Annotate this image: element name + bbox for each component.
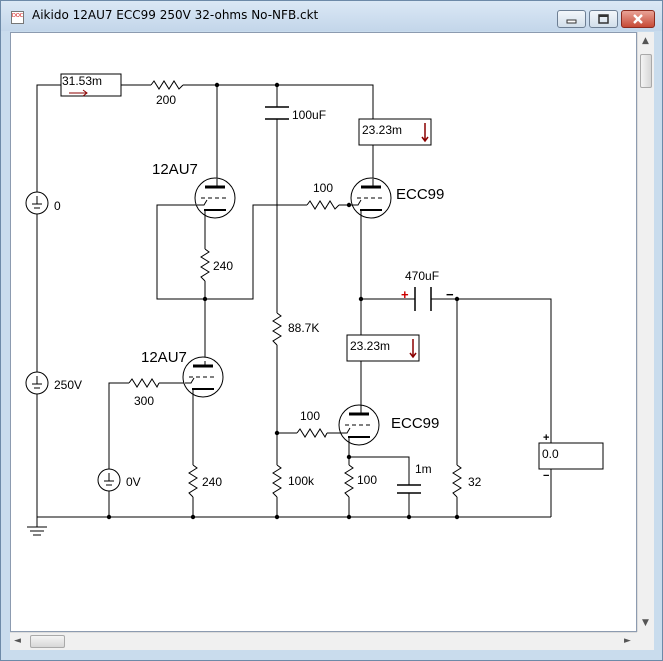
label-tube-ecc99-upper: ECC99: [396, 186, 444, 203]
tube-12au7-upper[interactable]: [194, 177, 236, 219]
vertical-scrollbar[interactable]: ▲ ▼: [637, 32, 654, 632]
label-resistor-240-upper: 240: [213, 259, 233, 273]
meter-bottom-value: 23.23m: [350, 339, 390, 353]
resistor-100-upper-grid[interactable]: [306, 200, 340, 210]
horizontal-scroll-thumb[interactable]: [30, 635, 65, 648]
close-button[interactable]: [621, 10, 655, 28]
window-title: Aikido 12AU7 ECC99 250V 32-ohms No-NFB.c…: [32, 8, 319, 22]
restore-icon: [598, 14, 609, 24]
resistor-240-upper[interactable]: [200, 248, 210, 282]
junction-dots: [106, 82, 460, 520]
scroll-up-arrow-icon[interactable]: ▲: [642, 36, 649, 46]
capacitor-470uF[interactable]: [414, 287, 432, 311]
maximize-button[interactable]: [589, 10, 618, 28]
label-resistor-240-lower: 240: [202, 475, 222, 489]
wires: [36, 84, 552, 527]
polarity-minus-meter: −: [543, 470, 549, 482]
tube-ecc99-lower[interactable]: [338, 404, 380, 446]
title-bar[interactable]: DOC Aikido 12AU7 ECC99 250V 32-ohms No-N…: [1, 1, 662, 31]
resistor-32-load[interactable]: [452, 464, 462, 498]
label-cap-100uF: 100uF: [292, 108, 326, 122]
resistor-240-lower[interactable]: [188, 464, 198, 498]
polarity-plus-cap: +: [401, 287, 409, 302]
vertical-scroll-thumb[interactable]: [640, 54, 652, 88]
label-source-supply: 250V: [54, 378, 82, 392]
meter-top-value: 23.23m: [362, 123, 402, 137]
horizontal-scrollbar[interactable]: ◄ ►: [10, 632, 637, 650]
label-resistor-100-lower: 100: [300, 409, 320, 423]
label-resistor-100-cathode: 100: [357, 473, 377, 487]
scroll-right-arrow-icon[interactable]: ►: [624, 636, 631, 646]
minimize-button[interactable]: [557, 10, 586, 28]
scroll-down-arrow-icon[interactable]: ▼: [642, 618, 649, 628]
label-resistor-88k7: 88.7K: [288, 321, 319, 335]
meter-input-value: 31.53m: [62, 74, 102, 88]
label-resistor-32: 32: [468, 475, 482, 489]
close-icon: [633, 14, 643, 24]
input-signal-source[interactable]: [25, 191, 49, 215]
resistor-88k7[interactable]: [272, 312, 282, 346]
capacitor-100uF[interactable]: [265, 106, 289, 120]
label-source-input: 0: [54, 199, 61, 213]
polarity-plus-meter: +: [543, 432, 549, 444]
supply-source-250v[interactable]: [25, 371, 49, 395]
bias-source-0v[interactable]: [97, 468, 121, 492]
label-resistor-100-upper: 100: [313, 181, 333, 195]
label-cap-1m: 1m: [415, 462, 432, 476]
ammeter-input[interactable]: [60, 73, 122, 97]
meter-output-value: 0.0: [542, 447, 559, 461]
circuit-document-icon[interactable]: DOC: [11, 11, 24, 24]
ammeter-bottom[interactable]: [346, 334, 420, 362]
resistor-200[interactable]: [150, 80, 184, 90]
resistor-100-cathode[interactable]: [344, 464, 354, 498]
label-resistor-200: 200: [156, 93, 176, 107]
label-resistor-100k: 100k: [288, 474, 315, 488]
tube-12au7-lower[interactable]: [182, 356, 224, 398]
resistor-100k[interactable]: [272, 464, 282, 498]
label-source-bias: 0V: [126, 475, 141, 489]
label-tube-ecc99-lower: ECC99: [391, 415, 439, 432]
label-tube-12au7-upper: 12AU7: [152, 161, 198, 178]
schematic-canvas[interactable]: 31.53m 23.23m 23.23m 0.0 200 240 300 240…: [10, 32, 637, 632]
scroll-left-arrow-icon[interactable]: ◄: [14, 636, 21, 646]
scrollbar-corner: [637, 632, 654, 650]
label-resistor-300: 300: [134, 394, 154, 408]
resistor-300[interactable]: [128, 378, 160, 389]
ground-symbol: [27, 526, 47, 536]
ammeter-top[interactable]: [358, 118, 432, 146]
resistor-100-lower-grid[interactable]: [296, 428, 328, 439]
label-tube-12au7-lower: 12AU7: [141, 349, 187, 366]
minimize-icon: [566, 19, 577, 24]
app-icon-label: DOC: [12, 13, 24, 19]
tube-ecc99-upper[interactable]: [350, 177, 392, 219]
label-cap-470uF: 470uF: [405, 269, 439, 283]
capacitor-1m[interactable]: [397, 484, 421, 494]
voltmeter-output[interactable]: [538, 442, 604, 470]
circuit-schematic: 31.53m 23.23m 23.23m 0.0 200 240 300 240…: [25, 73, 604, 536]
polarity-minus-cap: −: [446, 287, 454, 302]
